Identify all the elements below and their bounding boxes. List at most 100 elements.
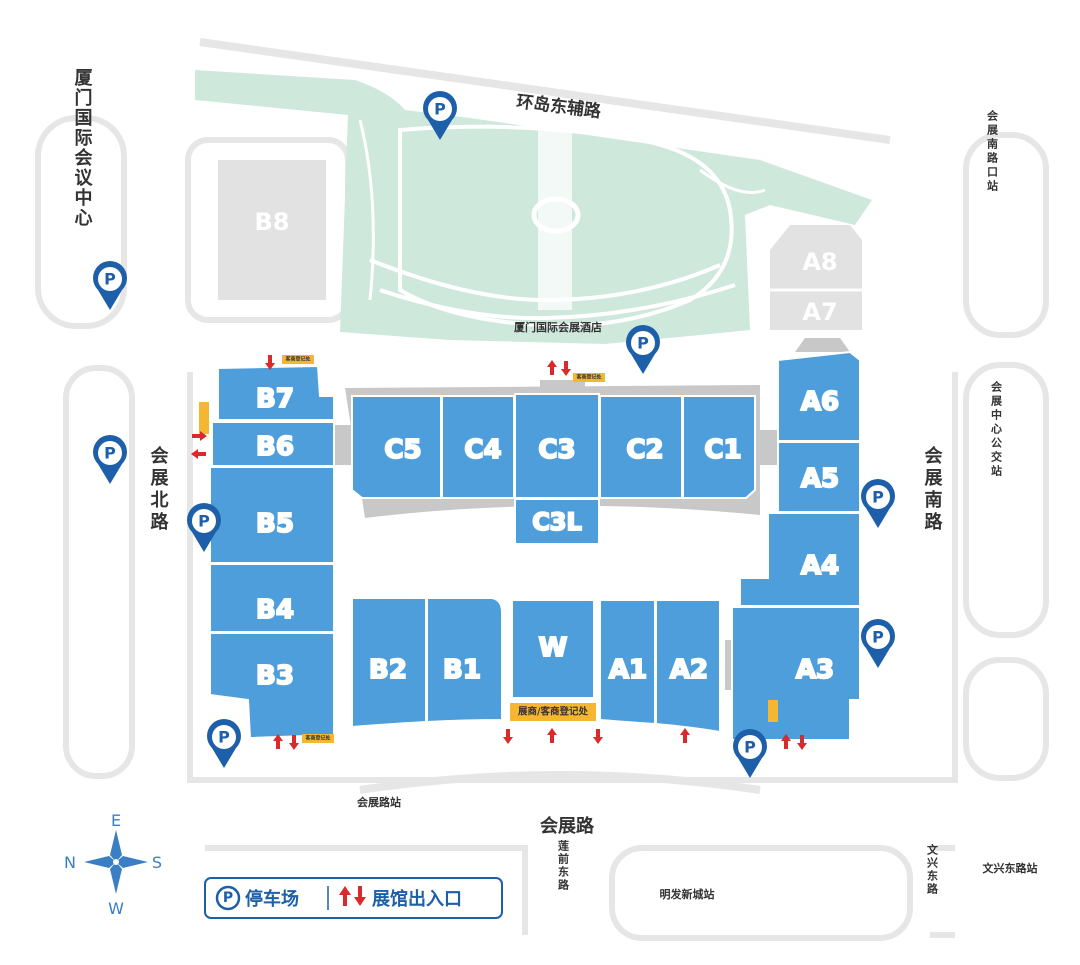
label-b7: B7 [256, 384, 294, 414]
road-huizhan: 会展路 [540, 815, 595, 837]
svg-text:P: P [218, 728, 230, 747]
hall-b2: B2 [351, 597, 427, 729]
hall-a1: A1 [599, 599, 656, 726]
road-wenxing-dong: 文兴东路 [926, 843, 939, 896]
entrance-arrow [191, 449, 206, 459]
road-lianqian-dong: 莲前东路 [557, 839, 570, 892]
road-huizhan-curve [359, 771, 761, 794]
label-a4: A4 [801, 551, 839, 581]
svg-text:P: P [872, 488, 884, 507]
compass-south: S [152, 853, 162, 872]
parking-icon: P [93, 434, 127, 484]
hall-c2: C2 [599, 395, 683, 499]
hall-a5: A5 [777, 441, 861, 513]
legend-parking-label: 停车场 [245, 888, 299, 910]
entrance-arrow [503, 729, 513, 744]
hall-c1: C1 [682, 395, 756, 499]
label-a6: A6 [801, 387, 839, 417]
parking-icon: P [186, 502, 221, 552]
entrance-arrow [593, 729, 603, 744]
label-a2: A2 [670, 655, 708, 685]
svg-text:P: P [104, 444, 116, 463]
label-a3: A3 [796, 655, 834, 685]
hall-b6: B6 [211, 421, 335, 467]
svg-text:P: P [744, 738, 756, 757]
label-c3l: C3L [532, 508, 582, 536]
place-wenxing-station: 文兴东路站 [983, 861, 1038, 875]
hall-w: W [511, 599, 595, 699]
building-a8-a7: A8 A7 [770, 225, 862, 330]
hall-a2: A2 [655, 599, 721, 734]
hall-c5: C5 [351, 395, 442, 499]
entrance-arrow [561, 361, 571, 376]
entrance-arrow [797, 735, 807, 750]
label-c1: C1 [704, 435, 741, 465]
entrance-arrow [781, 734, 791, 749]
a6-entrance-canopy [795, 338, 850, 352]
label-b4: B4 [256, 595, 294, 625]
parking-icon: P [860, 478, 895, 528]
parking-icon: P [732, 728, 767, 778]
road-huizhan-nan: 会展南路 [922, 445, 943, 534]
registration-small-b7: 客商登记处 [284, 356, 311, 363]
hall-c4: C4 [441, 395, 515, 499]
label-c2: C2 [626, 435, 663, 465]
label-b8: B8 [255, 208, 290, 236]
top-road [199, 38, 891, 144]
label-b6: B6 [256, 432, 294, 462]
compass-east: E [111, 811, 121, 830]
hall-b7: B7 [217, 364, 335, 421]
place-hotel: 厦门国际会展酒店 [514, 320, 602, 334]
registration-main-label: 展商/客商登记处 [518, 706, 588, 718]
label-b5: B5 [256, 509, 294, 539]
label-a8: A8 [802, 248, 837, 276]
entrance-arrow [273, 734, 283, 749]
label-a1: A1 [609, 655, 647, 685]
parking-icon: P [626, 324, 660, 374]
place-huizhan-nanlu-kou: 会展南路口站 [986, 109, 1000, 194]
hall-c3: C3 [514, 393, 600, 499]
registration-small-b3: 客商登记处 [304, 735, 331, 742]
svg-text:P: P [434, 100, 446, 119]
entrance-arrow [680, 728, 690, 743]
label-a7: A7 [802, 298, 837, 326]
svg-text:P: P [637, 334, 649, 353]
legend: P 停车场 展馆出入口 [204, 877, 503, 919]
hall-b5: B5 [209, 466, 335, 564]
parking-icon: P [860, 618, 895, 668]
road-network [35, 115, 1049, 941]
compass-north: N [64, 853, 76, 872]
compass: E W N S [64, 811, 162, 918]
hall-a6: A6 [777, 350, 861, 442]
entrance-arrows [191, 355, 807, 750]
entrance-arrow [265, 355, 275, 370]
entrance-arrow [289, 735, 299, 750]
hall-a3: A3 [731, 606, 861, 741]
label-c5: C5 [384, 435, 421, 465]
label-c4: C4 [464, 435, 501, 465]
label-b3: B3 [256, 661, 294, 691]
parking-icon: P [207, 718, 241, 768]
place-huizhan-bus-station: 会展中心公交站 [990, 380, 1004, 479]
hall-b1: B1 [426, 597, 503, 724]
hall-b3: B3 [209, 632, 335, 740]
legend-parking-glyph: P [223, 890, 233, 906]
entrance-arrow [547, 360, 557, 375]
registration-small-boxes: 客商登记处 客商登记处 客商登记处 [199, 355, 778, 743]
label-b1: B1 [443, 655, 481, 685]
place-huizhan-lu-station: 会展路站 [357, 795, 401, 809]
label-w: W [539, 633, 568, 663]
building-b8: B8 [218, 160, 326, 300]
place-conference-center: 厦门国际会议中心 [72, 68, 93, 228]
label-a5: A5 [801, 464, 839, 494]
entrance-arrow [547, 728, 557, 743]
legend-entrance-label: 展馆出入口 [372, 888, 462, 910]
place-mingfa-station: 明发新城站 [660, 887, 715, 901]
parking-icon: P [423, 90, 457, 140]
label-b2: B2 [369, 655, 407, 685]
entrance-arrow [192, 431, 207, 441]
svg-text:P: P [104, 270, 116, 289]
parking-icon: P [93, 260, 127, 310]
legend-parking-icon [215, 885, 241, 911]
